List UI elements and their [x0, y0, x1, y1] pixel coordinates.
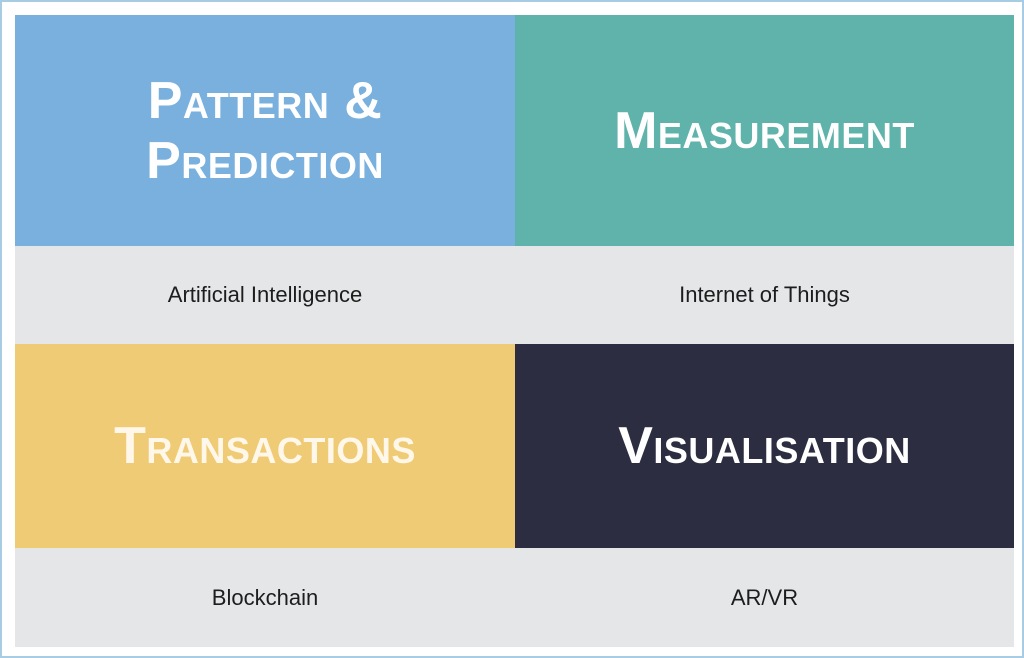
- tile-measurement: Measurement: [515, 15, 1014, 246]
- label-cell-ai: Artificial Intelligence: [15, 246, 515, 344]
- label-cell-iot: Internet of Things: [515, 246, 1014, 344]
- technology-grid: Pattern & Prediction Measurement Artific…: [15, 15, 1014, 647]
- tile-visualisation: Visualisation: [515, 344, 1014, 548]
- heading-line: Prediction: [146, 131, 384, 190]
- heading-visualisation: Visualisation: [618, 417, 911, 475]
- heading-line: Pattern &: [147, 71, 383, 130]
- label-artificial-intelligence: Artificial Intelligence: [167, 282, 363, 307]
- label-internet-of-things: Internet of Things: [679, 282, 850, 307]
- heading-measurement: Measurement: [614, 101, 915, 160]
- tile-transactions: Transactions: [15, 344, 515, 548]
- label-cell-blockchain: Blockchain: [15, 548, 515, 647]
- label-ar-vr: AR/VR: [730, 584, 799, 610]
- label-blockchain: Blockchain: [211, 584, 319, 610]
- heading-pattern-prediction: Pattern & Prediction: [146, 71, 384, 191]
- label-cell-arvr: AR/VR: [515, 548, 1014, 647]
- tile-pattern-prediction: Pattern & Prediction: [15, 15, 515, 246]
- heading-transactions: Transactions: [114, 417, 416, 475]
